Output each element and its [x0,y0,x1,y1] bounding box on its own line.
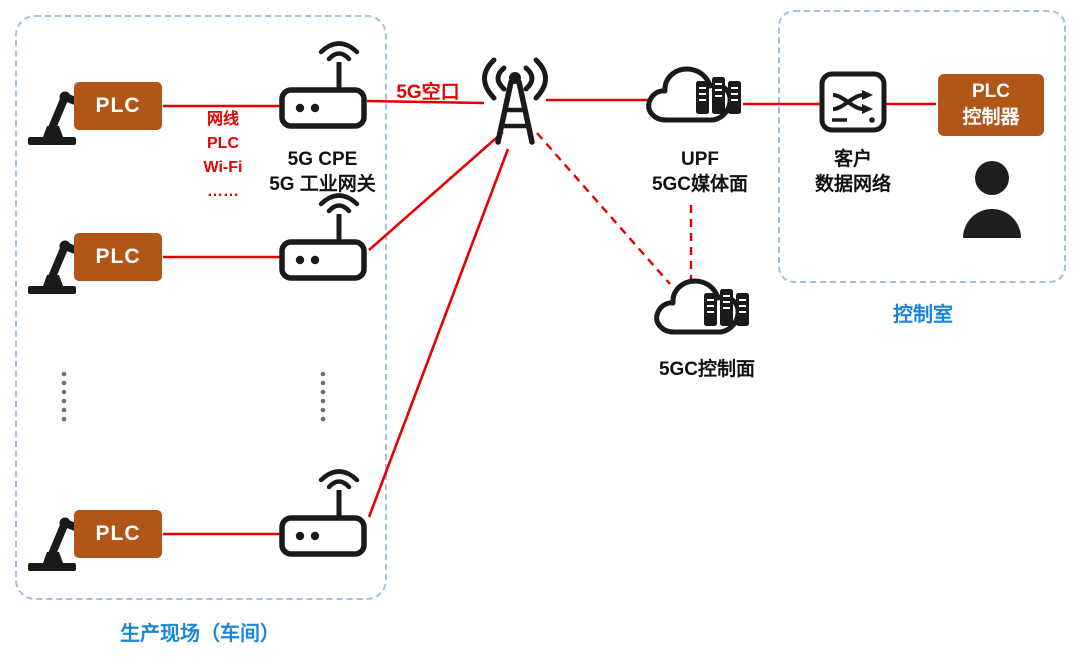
plc-controller-box: PLC 控制器 [938,74,1044,136]
base-station-tower-icon [482,57,548,145]
solid-links [163,98,936,536]
control-plane-cloud-icon [657,281,749,332]
dashed-links [536,132,693,285]
customer-network-line1: 客户 [833,149,872,170]
cpe-label-line1: 5G CPE [287,149,358,170]
more-devices-dots [61,371,326,422]
link-media-line: PLC [207,135,239,152]
link-cpe3-tower [367,148,510,518]
cpe-label-line2: 5G 工业网关 [269,174,376,195]
control-room-label: 控制室 [893,304,953,326]
production-area-box [15,15,387,600]
plc-box-label: PLC [95,245,141,268]
cpe-router-icon [282,472,364,555]
plc-controller-line2: 控制器 [962,107,1020,128]
plc-box: PLC [74,510,162,558]
upf-label: UPF 5GC媒体面 [620,147,780,197]
air-interface-label: 5G空口 [396,82,460,103]
plc-box: PLC [74,233,162,281]
control-room-box [778,10,1066,283]
plc-box: PLC [74,82,162,130]
link-media-text: 网线 PLC Wi-Fi …… [184,108,262,204]
link-cpe1-tower [366,99,485,105]
customer-network-switch-icon [819,71,887,133]
control-plane-label: 5GC控制面 [658,359,756,380]
upf-label-line1: UPF [681,149,719,170]
link-tower-control-plane [536,132,671,285]
customer-network-line2: 数据网络 [814,174,891,195]
link-media-line: Wi-Fi [203,159,243,176]
link-cpe2-tower [368,131,504,251]
upf-label-line2: 5GC媒体面 [651,174,749,195]
plc-box-label: PLC [95,94,141,117]
cpe-router-icon [282,44,364,127]
plc-controller-line1: PLC [972,81,1010,102]
operator-person-icon [963,161,1021,238]
production-area-label: 生产现场（车间） [120,623,280,645]
customer-network-label: 客户 数据网络 [792,147,914,197]
plc-box-label: PLC [95,522,141,545]
cpe-gateway-label: 5G CPE 5G 工业网关 [245,147,400,197]
link-media-line: 网线 [206,111,239,128]
upf-cloud-icon [649,69,741,120]
cpe-router-icon [282,196,364,279]
link-media-line: …… [207,183,239,200]
